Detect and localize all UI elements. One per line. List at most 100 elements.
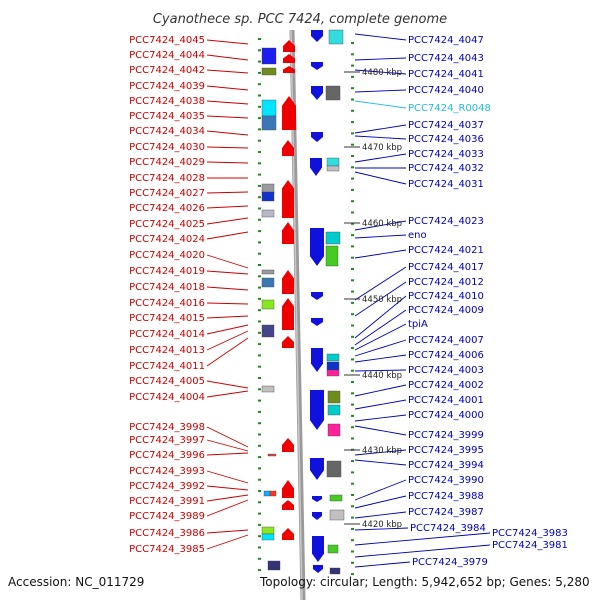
- gene-label-left[interactable]: PCC7424_3992: [129, 481, 205, 492]
- leader-line-left: [206, 231, 249, 240]
- gene-label-right[interactable]: PCC7424_4033: [408, 149, 484, 160]
- scale-label: 4430 kbp: [362, 446, 402, 456]
- gene-label-left[interactable]: PCC7424_4039: [129, 81, 205, 92]
- gene-box: [326, 369, 340, 377]
- gene-label-right[interactable]: PCC7424_4023: [408, 216, 484, 227]
- gene-label-right[interactable]: PCC7424_4041: [408, 69, 484, 80]
- gene-label-left[interactable]: PCC7424_4026: [129, 203, 205, 214]
- gene-box: [329, 567, 341, 575]
- gene-label-right[interactable]: PCC7424_4037: [408, 120, 484, 131]
- tick-mark: [258, 478, 261, 481]
- tick-mark: [351, 42, 354, 44]
- gene-label-right[interactable]: PCC7424_4009: [408, 305, 484, 316]
- leader-line-left: [206, 330, 249, 351]
- leader-line-right: [354, 511, 407, 519]
- gene-label-left[interactable]: PCC7424_4019: [129, 266, 205, 277]
- gene-label-right[interactable]: PCC7424_3990: [408, 475, 484, 486]
- gene-label-left[interactable]: PCC7424_4029: [129, 157, 205, 168]
- gene-box: [326, 165, 340, 172]
- tick-marks: [258, 38, 354, 576]
- gene-label-right[interactable]: PCC7424_3983: [492, 528, 568, 539]
- gene-label-right[interactable]: PCC7424_3979: [412, 557, 488, 568]
- gene-box: [261, 67, 277, 76]
- tick-mark: [258, 38, 261, 40]
- gene-label-left[interactable]: PCC7424_4020: [129, 250, 205, 261]
- gene-label-left[interactable]: PCC7424_4014: [129, 329, 205, 340]
- gene-arrow-reverse: [310, 390, 324, 430]
- gene-label-left[interactable]: PCC7424_4004: [129, 392, 205, 403]
- gene-label-left[interactable]: PCC7424_3997: [129, 435, 205, 446]
- gene-label-right[interactable]: PCC7424_4007: [408, 335, 484, 346]
- tick-mark: [351, 222, 354, 225]
- gene-label-right[interactable]: eno: [408, 230, 427, 241]
- gene-label-right[interactable]: PCC7424_4032: [408, 163, 484, 174]
- leader-line-right: [354, 135, 407, 140]
- tick-mark: [258, 557, 261, 560]
- gene-label-left[interactable]: PCC7424_4042: [129, 65, 205, 76]
- gene-label-left[interactable]: PCC7424_3993: [129, 466, 205, 477]
- gene-label-right[interactable]: PCC7424_4040: [408, 85, 484, 96]
- gene-label-right[interactable]: PCC7424_4000: [408, 410, 484, 421]
- gene-label-right[interactable]: PCC7424_4010: [408, 291, 484, 302]
- gene-label-left[interactable]: PCC7424_4015: [129, 313, 205, 324]
- gene-label-left[interactable]: PCC7424_4028: [129, 173, 205, 184]
- gene-label-right[interactable]: PCC7424_3981: [492, 540, 568, 551]
- gene-label-left[interactable]: PCC7424_4030: [129, 142, 205, 153]
- gene-label-right[interactable]: PCC7424_4047: [408, 35, 484, 46]
- gene-label-right[interactable]: PCC7424_3994: [408, 460, 484, 471]
- gene-label-left[interactable]: PCC7424_4045: [129, 35, 205, 46]
- gene-label-left[interactable]: PCC7424_4035: [129, 111, 205, 122]
- leader-line-right: [354, 124, 407, 134]
- gene-label-right[interactable]: PCC7424_4036: [408, 134, 484, 145]
- gene-label-right[interactable]: PCC7424_4017: [408, 262, 484, 273]
- leader-line-left: [206, 217, 249, 225]
- gene-label-left[interactable]: PCC7424_4005: [129, 376, 205, 387]
- gene-label-left[interactable]: PCC7424_3989: [129, 511, 205, 522]
- gene-label-right[interactable]: PCC7424_3988: [408, 491, 484, 502]
- gene-label-left[interactable]: PCC7424_4016: [129, 298, 205, 309]
- gene-arrow-forward: [282, 438, 294, 452]
- gene-label-right[interactable]: PCC7424_4001: [408, 395, 484, 406]
- gene-label-left[interactable]: PCC7424_4013: [129, 345, 205, 356]
- gene-label-right[interactable]: PCC7424_3995: [408, 445, 484, 456]
- gene-label-right[interactable]: PCC7424_3984: [410, 523, 486, 534]
- gene-label-right[interactable]: tpiA: [408, 319, 428, 330]
- rna-label[interactable]: PCC7424_R0048: [408, 103, 491, 114]
- scale-label: 4460 kbp: [362, 219, 402, 229]
- gene-label-left[interactable]: PCC7424_3991: [129, 496, 205, 507]
- gene-label-left[interactable]: PCC7424_4038: [129, 96, 205, 107]
- gene-label-left[interactable]: PCC7424_3996: [129, 450, 205, 461]
- gene-label-left[interactable]: PCC7424_4024: [129, 234, 205, 245]
- gene-label-left[interactable]: PCC7424_4018: [129, 282, 205, 293]
- gene-label-left[interactable]: PCC7424_4027: [129, 188, 205, 199]
- gene-label-right[interactable]: PCC7424_3999: [408, 430, 484, 441]
- gene-box: [263, 490, 271, 497]
- tick-mark: [351, 482, 354, 485]
- tick-mark: [258, 218, 261, 221]
- gene-label-left[interactable]: PCC7424_3985: [129, 544, 205, 555]
- gene-label-left[interactable]: PCC7424_4025: [129, 219, 205, 230]
- gene-arrow-forward: [282, 500, 294, 510]
- gene-label-right[interactable]: PCC7424_4031: [408, 179, 484, 190]
- gene-box: [325, 231, 341, 245]
- leader-line-left: [206, 130, 249, 136]
- gene-label-right[interactable]: PCC7424_4002: [408, 380, 484, 391]
- tick-mark: [258, 388, 261, 391]
- gene-label-left[interactable]: PCC7424_4044: [129, 50, 205, 61]
- gene-arrow-forward: [282, 140, 294, 156]
- gene-label-left[interactable]: PCC7424_4011: [129, 361, 205, 372]
- gene-arrow-forward: [282, 222, 294, 244]
- gene-label-right[interactable]: PCC7424_3987: [408, 507, 484, 518]
- gene-label-right[interactable]: PCC7424_4012: [408, 277, 484, 288]
- gene-label-right[interactable]: PCC7424_4006: [408, 350, 484, 361]
- gene-label-right[interactable]: PCC7424_4021: [408, 245, 484, 256]
- gene-arrow-reverse: [311, 318, 323, 326]
- leader-line-left: [206, 85, 249, 91]
- gene-label-left[interactable]: PCC7424_3998: [129, 422, 205, 433]
- gene-arrow-reverse: [310, 158, 322, 176]
- gene-label-right[interactable]: PCC7424_4003: [408, 365, 484, 376]
- gene-label-left[interactable]: PCC7424_4034: [129, 126, 205, 137]
- tick-mark: [351, 53, 354, 56]
- gene-label-right[interactable]: PCC7424_4043: [408, 53, 484, 64]
- gene-label-left[interactable]: PCC7424_3986: [129, 528, 205, 539]
